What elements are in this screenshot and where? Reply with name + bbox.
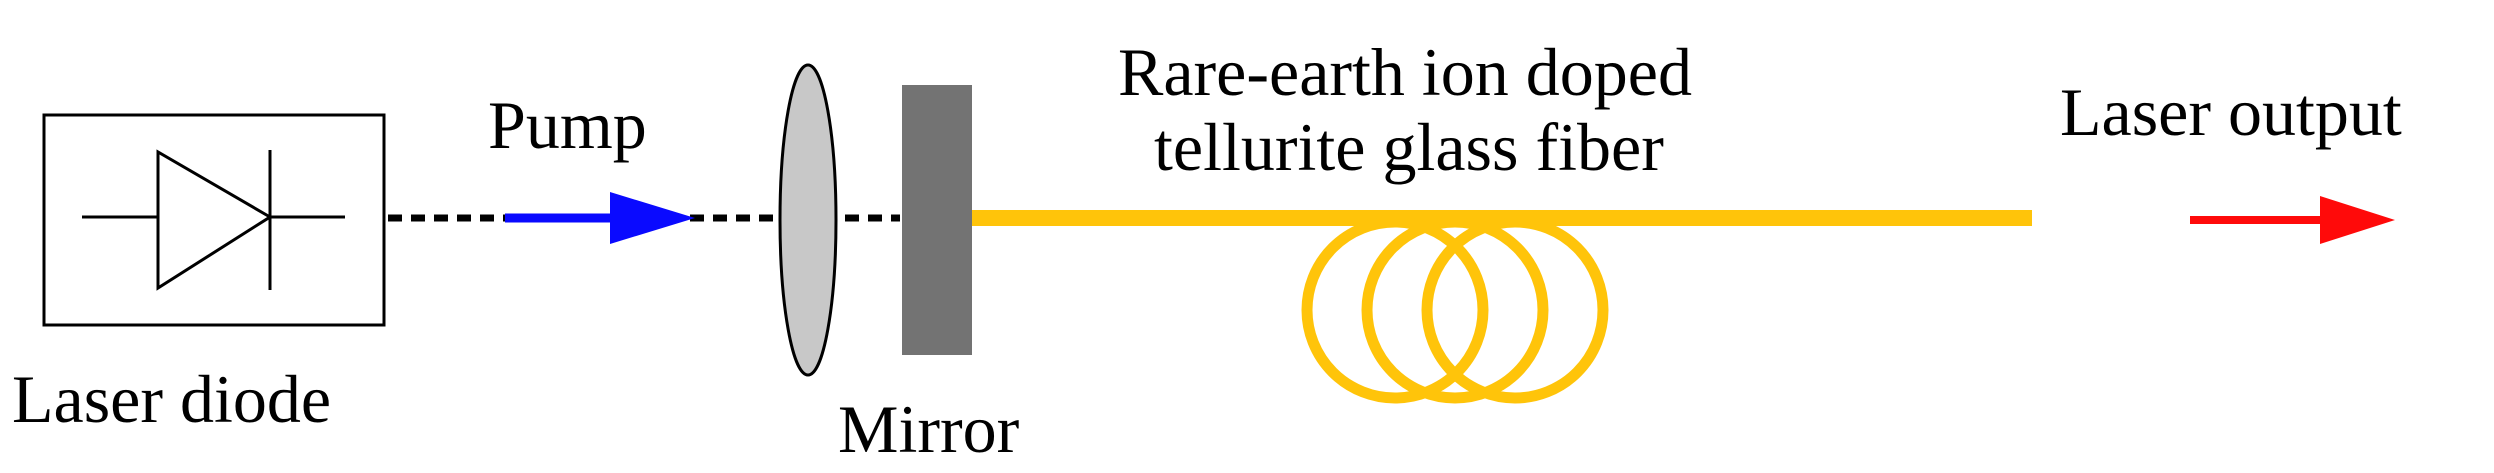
laser-diode — [42, 113, 386, 327]
fiber-coil-icon — [1301, 216, 1609, 404]
fiber-label-line2: tellurite glass fiber — [1154, 109, 1664, 185]
diode-symbol-icon — [82, 149, 345, 291]
pump-label: Pump — [488, 87, 647, 163]
output-arrow-icon — [2190, 196, 2395, 244]
laser-diode-label: Laser diode — [12, 361, 331, 437]
pump-arrow-icon — [505, 192, 695, 244]
fiber — [972, 210, 2032, 404]
fiber-label-line1: Rare-earth ion doped — [1118, 34, 1692, 110]
laser-output-label: Laser output — [2060, 74, 2402, 150]
mirror-label: Mirror — [838, 391, 1020, 467]
mirror — [902, 85, 972, 355]
lens — [778, 63, 838, 377]
laser-diode-box — [42, 113, 386, 327]
